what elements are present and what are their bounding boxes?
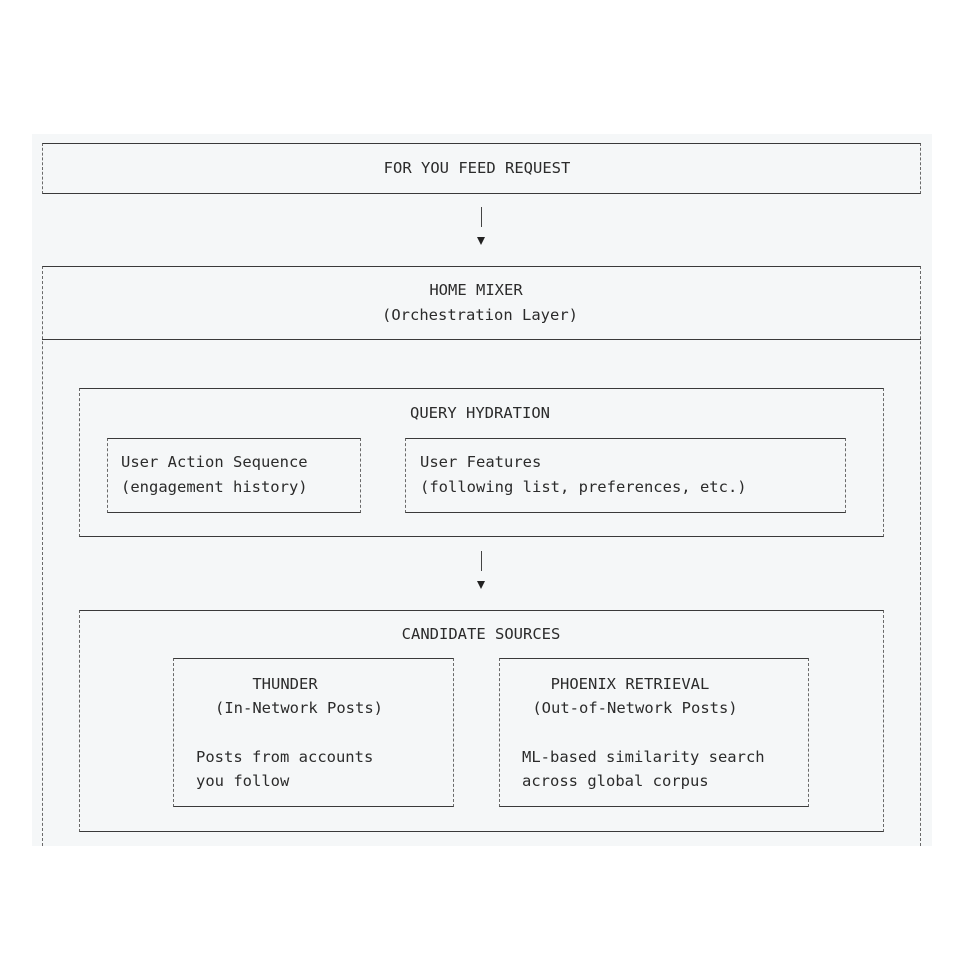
user-action-sequence-subtitle: (engagement history)	[121, 478, 308, 496]
query-hydration-title: QUERY HYDRATION	[410, 404, 550, 422]
home-mixer-divider	[42, 339, 921, 340]
user-features-subtitle: (following list, preferences, etc.)	[420, 478, 747, 496]
phoenix-retrieval-desc-line2: across global corpus	[522, 772, 709, 790]
diagram-panel	[32, 134, 932, 846]
user-action-sequence-box	[107, 438, 361, 513]
feed-request-box	[42, 143, 921, 194]
phoenix-retrieval-subtitle: (Out-of-Network Posts)	[532, 699, 738, 717]
arrow-2-head	[477, 581, 485, 589]
home-mixer-title: HOME MIXER	[429, 281, 523, 299]
thunder-desc-line1: Posts from accounts	[196, 748, 374, 766]
feed-request-label: FOR YOU FEED REQUEST	[383, 159, 571, 177]
candidate-sources-box	[79, 610, 884, 832]
arrow-2-shaft	[481, 551, 482, 571]
user-action-sequence-title: User Action Sequence	[121, 453, 308, 471]
query-hydration-box	[79, 388, 884, 537]
phoenix-retrieval-desc-line1: ML-based similarity search	[522, 748, 765, 766]
arrow-1-head	[477, 237, 485, 245]
candidate-sources-title: CANDIDATE SOURCES	[401, 625, 561, 643]
thunder-box	[173, 658, 454, 807]
home-mixer-box	[42, 266, 921, 846]
arrow-1-shaft	[481, 207, 482, 227]
thunder-subtitle: (In-Network Posts)	[215, 699, 383, 717]
user-features-box	[405, 438, 846, 513]
phoenix-retrieval-title: PHOENIX RETRIEVAL	[550, 675, 710, 693]
user-features-title: User Features	[420, 453, 542, 471]
thunder-title: THUNDER	[252, 675, 318, 693]
home-mixer-subtitle: (Orchestration Layer)	[382, 306, 578, 324]
thunder-desc-line2: you follow	[196, 772, 290, 790]
phoenix-retrieval-box	[499, 658, 809, 807]
